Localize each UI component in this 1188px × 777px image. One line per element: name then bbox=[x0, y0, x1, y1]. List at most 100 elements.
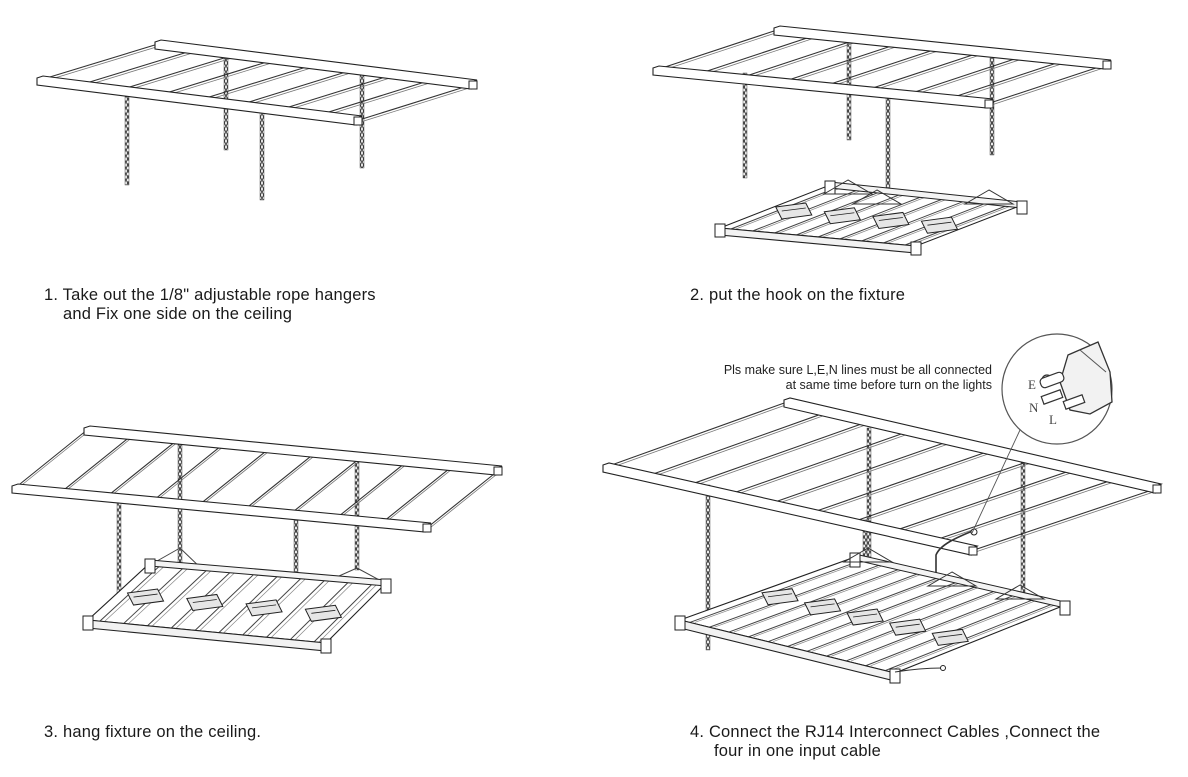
rack-slat bbox=[989, 63, 1109, 104]
panel-4-connected-fixture bbox=[602, 397, 1164, 684]
fixture-driver-box bbox=[126, 588, 165, 606]
fixture-light-bar bbox=[845, 593, 1018, 662]
rack-slat-edge bbox=[810, 451, 994, 516]
rack-slat bbox=[948, 59, 1067, 100]
rack-slat bbox=[769, 439, 953, 505]
power-lead-end bbox=[940, 665, 946, 671]
rack-slat-edge bbox=[14, 432, 88, 491]
fixture-driver-detail bbox=[830, 212, 855, 217]
fixture-end-block bbox=[144, 558, 156, 574]
rack-slat-edge bbox=[152, 445, 225, 504]
rack-slat bbox=[39, 43, 159, 81]
rack-slat-edge bbox=[60, 436, 134, 496]
rack-slat-edge bbox=[279, 76, 396, 113]
fixture-driver-detail bbox=[311, 609, 336, 614]
rack-slat-edge bbox=[335, 463, 408, 522]
hanger-hook-bracket bbox=[994, 584, 1046, 600]
hanger-hook-bracket bbox=[822, 179, 874, 195]
fixture-driver-detail bbox=[927, 221, 952, 226]
rack-slat bbox=[159, 58, 277, 96]
fixture-light-bar-edge bbox=[733, 567, 908, 633]
connection-note: Pls make sure L,E,N lines must be all co… bbox=[724, 363, 992, 393]
rack-slat-edge bbox=[851, 461, 1035, 526]
rack-slat-edge bbox=[244, 454, 317, 513]
rack-slat-edge bbox=[646, 413, 829, 480]
rack-slat bbox=[906, 54, 1026, 96]
fixture-driver-box bbox=[186, 593, 224, 612]
fixture-light-bar-edge bbox=[772, 576, 947, 643]
rack-end-cap bbox=[984, 99, 994, 109]
fixture-light-bar-edge bbox=[753, 571, 927, 638]
rack-slat-edge bbox=[159, 61, 277, 98]
rack-slat-edge bbox=[769, 442, 953, 507]
fixture-light-bar-edge bbox=[714, 563, 889, 628]
rack-slat-edge bbox=[239, 71, 356, 108]
power-lead bbox=[894, 667, 943, 673]
rack-slat bbox=[199, 63, 317, 101]
fixture-driver-detail bbox=[767, 593, 793, 598]
rack-end-cap bbox=[1152, 484, 1162, 494]
fixture-light-bar bbox=[147, 567, 210, 627]
fixture-light-bar bbox=[861, 198, 969, 242]
step-4-line-2: four in one input cable bbox=[714, 742, 881, 760]
rack-end-cap bbox=[422, 523, 432, 533]
rope-hanger bbox=[742, 72, 748, 179]
rope-hanger bbox=[885, 89, 891, 193]
step-1-line-1: 1. Take out the 1/8" adjustable rope han… bbox=[44, 286, 376, 304]
rack-slat-edge bbox=[892, 471, 1076, 535]
fixture-end-block bbox=[1016, 200, 1028, 215]
step-2-caption: 2. put the hook on the fixture bbox=[690, 286, 905, 305]
rack-slat-edge bbox=[198, 449, 271, 509]
rack-slat bbox=[106, 438, 179, 498]
rack-slat-edge bbox=[358, 86, 475, 123]
rack-slat bbox=[289, 456, 363, 515]
rack-slat-edge bbox=[605, 404, 788, 470]
rack-slat-edge bbox=[932, 480, 1117, 544]
fixture-light-bar-edge bbox=[318, 581, 380, 643]
fixture-driver-detail bbox=[853, 613, 878, 618]
rack-slat bbox=[239, 68, 356, 106]
step-3-line-1: 3. hang fixture on the ceiling. bbox=[44, 723, 262, 741]
rack-slat bbox=[851, 458, 1035, 523]
rack-slat bbox=[152, 442, 225, 502]
rack-end-cap bbox=[1102, 60, 1112, 70]
rack-side-rail bbox=[652, 65, 994, 109]
fixture-light-bar bbox=[885, 602, 1056, 672]
fixture-light-bar bbox=[904, 203, 1012, 246]
input-cable bbox=[935, 529, 976, 582]
rack-slat bbox=[739, 37, 860, 79]
rack-slat-edge bbox=[973, 490, 1159, 553]
note-line-2: at same time before turn on the lights bbox=[785, 378, 992, 392]
fixture-end-block bbox=[320, 638, 332, 654]
plug-callout: E N L bbox=[971, 333, 1113, 534]
fixture-light-bar bbox=[709, 563, 884, 628]
step-2-line-1: 2. put the hook on the fixture bbox=[690, 286, 906, 304]
fixture-light-bar bbox=[806, 584, 980, 652]
panel-2-hook-fixture bbox=[652, 25, 1112, 256]
fixture-driver-detail bbox=[252, 604, 277, 609]
rope-hanger bbox=[259, 107, 265, 201]
fixture-driver-box bbox=[304, 604, 343, 622]
rack-slat-edge bbox=[119, 56, 238, 93]
rack-slat-edge bbox=[697, 36, 819, 78]
fixture-light-bar-edge bbox=[851, 593, 1023, 662]
rack-slat-edge bbox=[199, 66, 317, 103]
rack-slat bbox=[119, 53, 238, 91]
fixture-light-bar-edge bbox=[909, 203, 1017, 246]
step-1-caption: 1. Take out the 1/8" adjustable rope han… bbox=[44, 286, 376, 324]
fixture-light-bar bbox=[194, 571, 257, 631]
rack-slat bbox=[864, 50, 985, 92]
fixture-light-bar bbox=[817, 194, 927, 238]
fixture-light-bar-edge bbox=[271, 577, 333, 638]
fixture-end-block bbox=[714, 223, 726, 238]
rack-slat bbox=[892, 468, 1076, 533]
rack-side-rail bbox=[602, 462, 980, 556]
rack-slat-edge bbox=[381, 467, 454, 526]
rack-side-rail bbox=[83, 425, 503, 476]
rack-slat bbox=[14, 429, 88, 489]
cable-plug bbox=[970, 528, 978, 536]
step-3-caption: 3. hang fixture on the ceiling. bbox=[44, 723, 261, 742]
step-4-caption: 4. Connect the RJ14 Interconnect Cables … bbox=[690, 723, 1100, 761]
rack-slat bbox=[427, 469, 500, 528]
